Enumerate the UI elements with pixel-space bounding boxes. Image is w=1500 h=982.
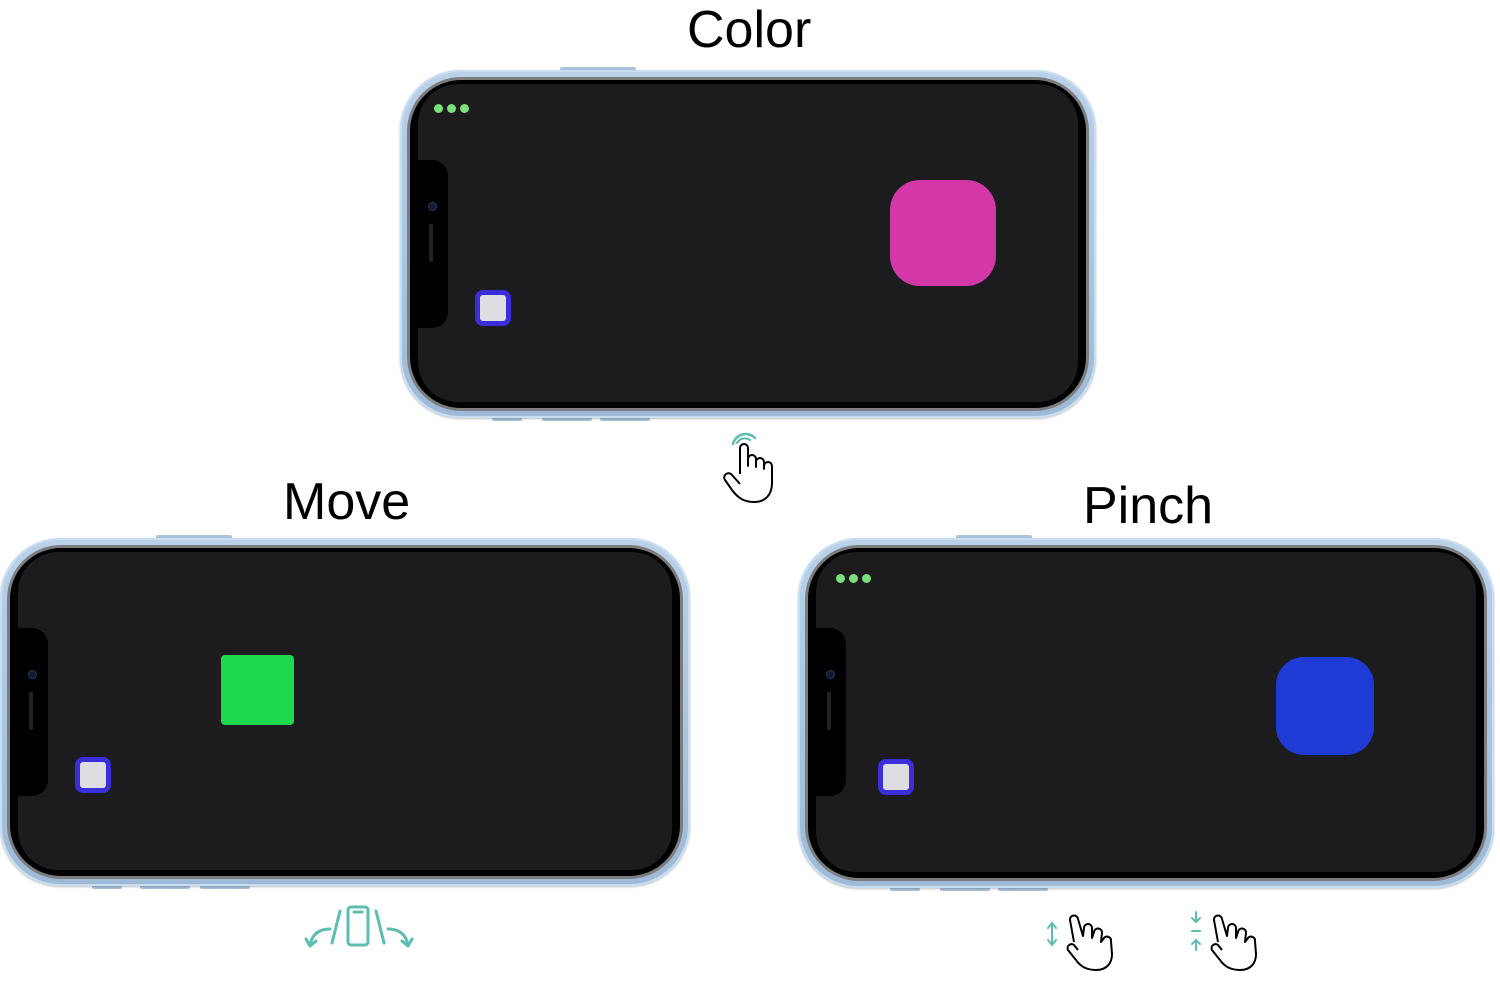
phone-color xyxy=(400,67,1096,421)
speaker xyxy=(29,692,33,730)
phone-screen xyxy=(816,552,1476,872)
mode-button[interactable] xyxy=(878,759,914,795)
side-button xyxy=(956,535,1032,539)
volume-button xyxy=(542,417,592,421)
phone-move xyxy=(0,535,690,889)
speaker xyxy=(827,692,831,730)
volume-button xyxy=(940,887,990,891)
volume-button xyxy=(140,885,190,889)
volume-button xyxy=(600,417,650,421)
volume-button xyxy=(92,885,122,889)
phone-screen xyxy=(18,552,672,870)
more-dots-icon[interactable] xyxy=(836,574,871,583)
volume-button xyxy=(200,885,250,889)
tap-hand-icon xyxy=(723,432,773,503)
notch xyxy=(418,160,448,328)
move-mode-title: Move xyxy=(283,473,411,531)
blue-rounded-square[interactable] xyxy=(1276,657,1374,755)
camera-icon xyxy=(428,202,437,211)
speaker xyxy=(429,224,433,262)
volume-button xyxy=(998,887,1048,891)
volume-button xyxy=(492,417,522,421)
side-button xyxy=(560,67,636,71)
notch xyxy=(18,628,48,796)
mode-button[interactable] xyxy=(75,757,111,793)
mode-button[interactable] xyxy=(475,290,511,326)
notch xyxy=(816,628,846,796)
more-dots-icon[interactable] xyxy=(434,104,469,113)
pink-rounded-square[interactable] xyxy=(890,180,996,286)
phone-screen xyxy=(418,84,1078,402)
tilt-phone-icon xyxy=(304,905,414,948)
side-button xyxy=(156,535,232,539)
volume-button xyxy=(890,887,920,891)
pinch-mode-title: Pinch xyxy=(1083,477,1214,535)
color-mode-title: Color xyxy=(687,1,812,59)
green-square[interactable] xyxy=(221,655,294,725)
pinch-hand-icon xyxy=(1047,911,1257,971)
camera-icon xyxy=(826,670,835,679)
camera-icon xyxy=(28,670,37,679)
phone-pinch xyxy=(798,535,1494,891)
